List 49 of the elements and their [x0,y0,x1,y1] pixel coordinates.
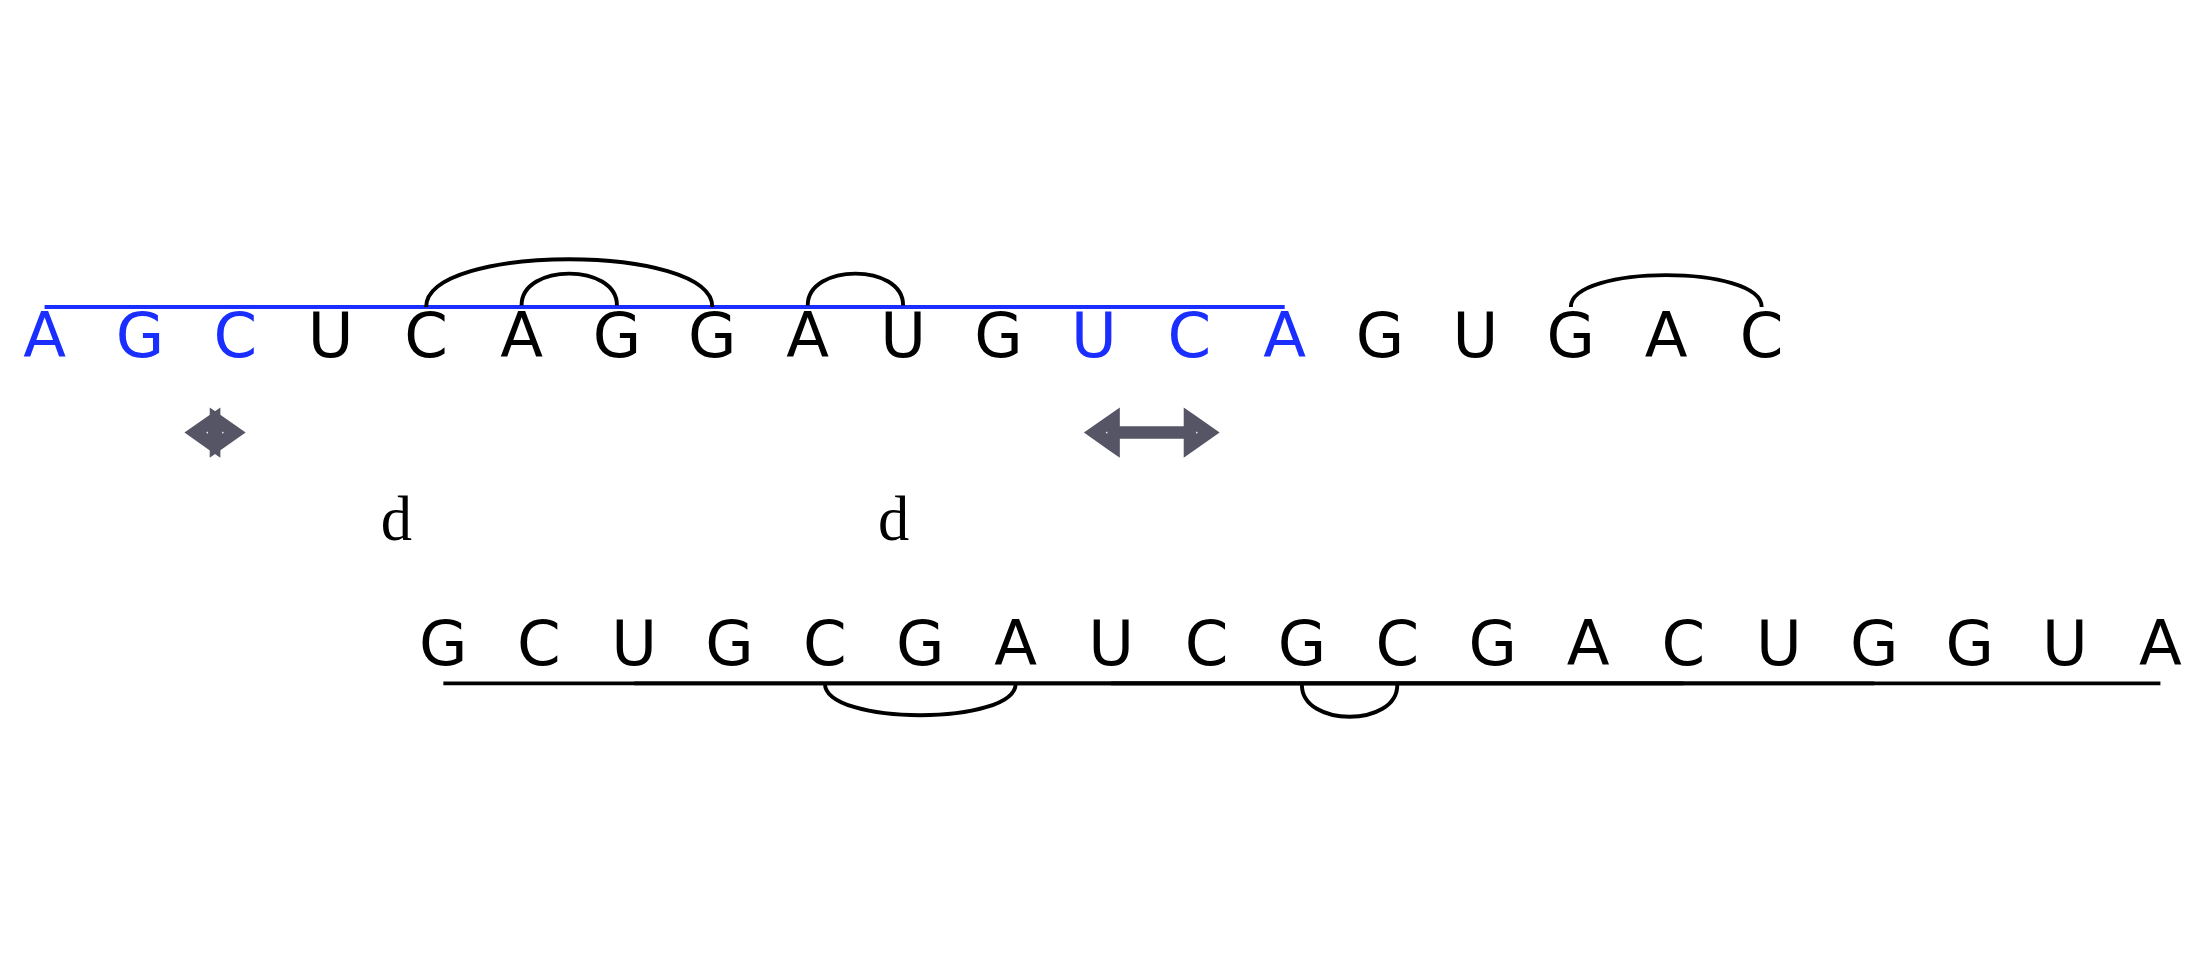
node-text: C [803,606,847,680]
node-text: G [115,298,165,372]
node-text: G [688,298,737,372]
connector [44,305,1285,309]
connector [1569,273,1764,308]
node-text: U [611,606,658,680]
node-text: C [1661,606,1706,680]
node-text: G [705,606,754,680]
node-text: G [896,606,945,680]
node-text: U [1452,298,1499,372]
node-text: C [404,298,448,372]
node-text: G [1850,606,1899,680]
node-text: G [592,298,642,372]
connector [805,271,906,306]
node-text: C [1184,606,1229,680]
node-text: C [1167,298,1212,372]
node-text: A [1566,606,1610,680]
node-text: A [994,606,1038,680]
connector [823,682,1018,718]
node-text: G [1355,298,1405,372]
node-text: C [516,606,561,680]
node-text: A [2139,606,2182,680]
node-text: U [880,298,927,372]
connector [235,305,1094,309]
node-text: G [1546,298,1596,372]
connector [424,257,715,308]
connector [1111,681,2161,686]
node-text: U [1755,606,1802,680]
node-text: A [786,298,830,372]
node-text: U [2042,606,2088,680]
node-text: U [1088,606,1134,680]
connector [519,271,619,306]
label: d [878,483,910,554]
label: d [380,483,413,554]
node-text: G [1468,606,1517,680]
node-text: G [1945,606,1994,680]
node-text: G [419,606,468,680]
node-text: G [974,298,1023,372]
node-text: U [307,298,354,372]
node-text: C [213,298,258,372]
node-text: C [1739,298,1784,372]
node-text: A [1263,298,1307,372]
node-text: G [1277,606,1327,680]
node-text: A [23,298,66,372]
node-text: U [1071,298,1117,372]
node-text: C [1375,606,1420,680]
node-text: A [500,298,543,372]
node-text: A [1644,298,1688,372]
connector [1299,684,1400,719]
